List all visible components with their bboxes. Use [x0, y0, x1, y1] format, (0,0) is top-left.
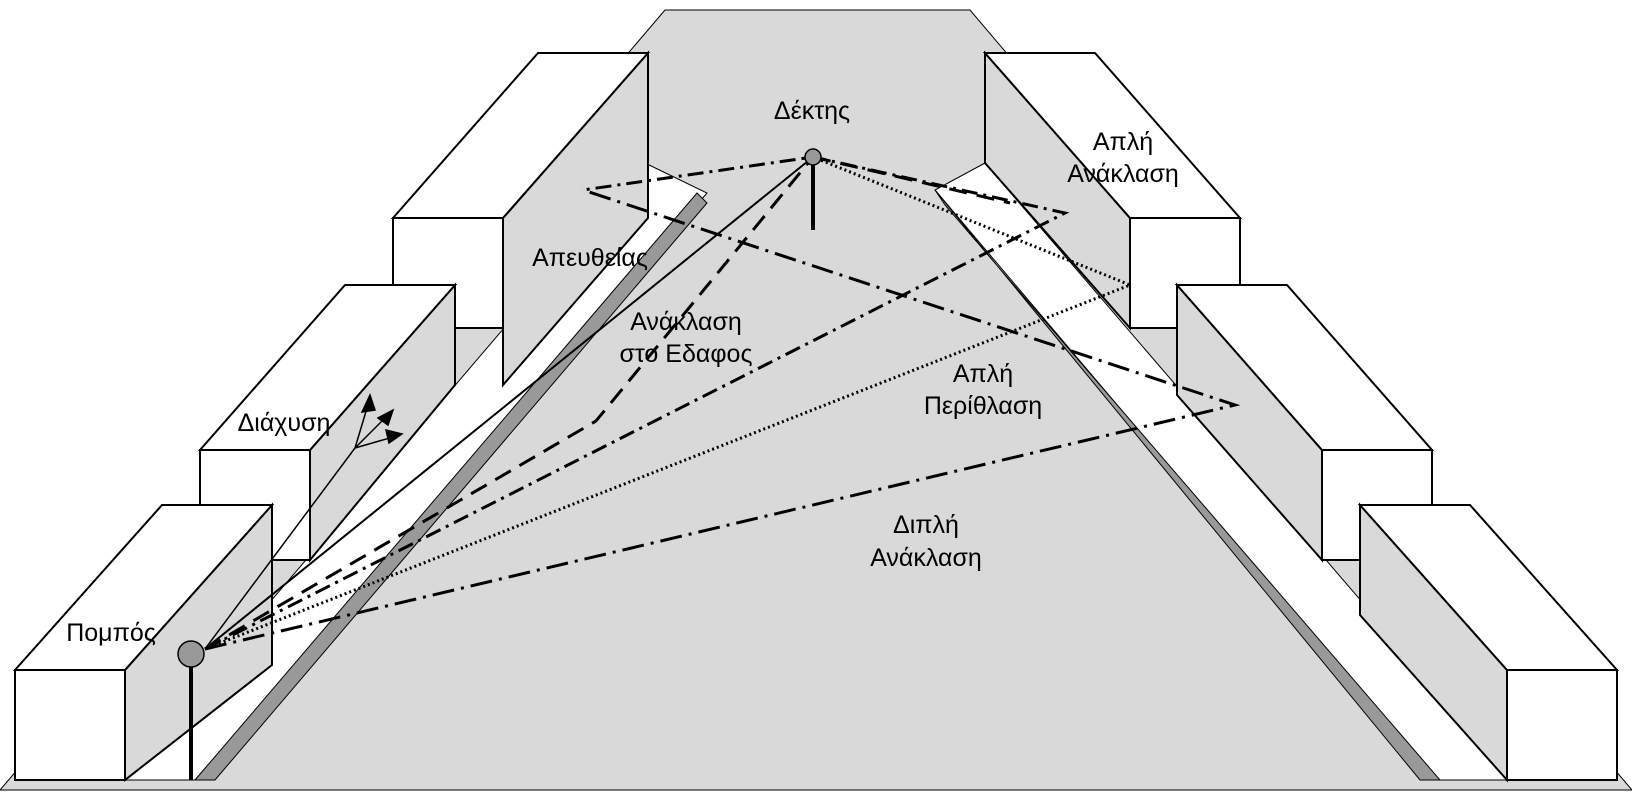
transmitter-label: Πομπός [66, 619, 156, 647]
right-curb [934, 189, 1442, 781]
single-diffraction-label-2: Περίθλαση [924, 392, 1042, 420]
left-curb [193, 192, 708, 781]
single-diffraction-label-1: Απλή [953, 360, 1013, 388]
direct-label: Απευθείας [532, 244, 648, 272]
double-reflection-label-2: Ανάκλαση [870, 544, 982, 572]
single-reflection-label-1: Απλή [1093, 128, 1153, 156]
double-reflection-label-1: Διπλή [893, 511, 959, 539]
receiver-antenna [804, 148, 822, 166]
direct-path [204, 156, 814, 650]
receiver-right-reflection [812, 155, 1011, 205]
ground-reflection-label-1: Ανάκλαση [630, 308, 742, 336]
scattering-arrows [204, 392, 404, 650]
double-reflection-path [204, 188, 1241, 651]
scattering-label: Διάχυση [238, 409, 331, 437]
right-building-front [1357, 502, 1620, 783]
single-reflection-label-2: Ανάκλαση [1067, 160, 1179, 188]
single-reflection-path [204, 155, 1135, 651]
ground-reflection-path [204, 156, 815, 651]
transmitter-antenna [177, 640, 205, 668]
receiver-label: Δέκτης [774, 97, 850, 125]
ground-reflection-label-2: στο Εδαφος [619, 340, 752, 368]
